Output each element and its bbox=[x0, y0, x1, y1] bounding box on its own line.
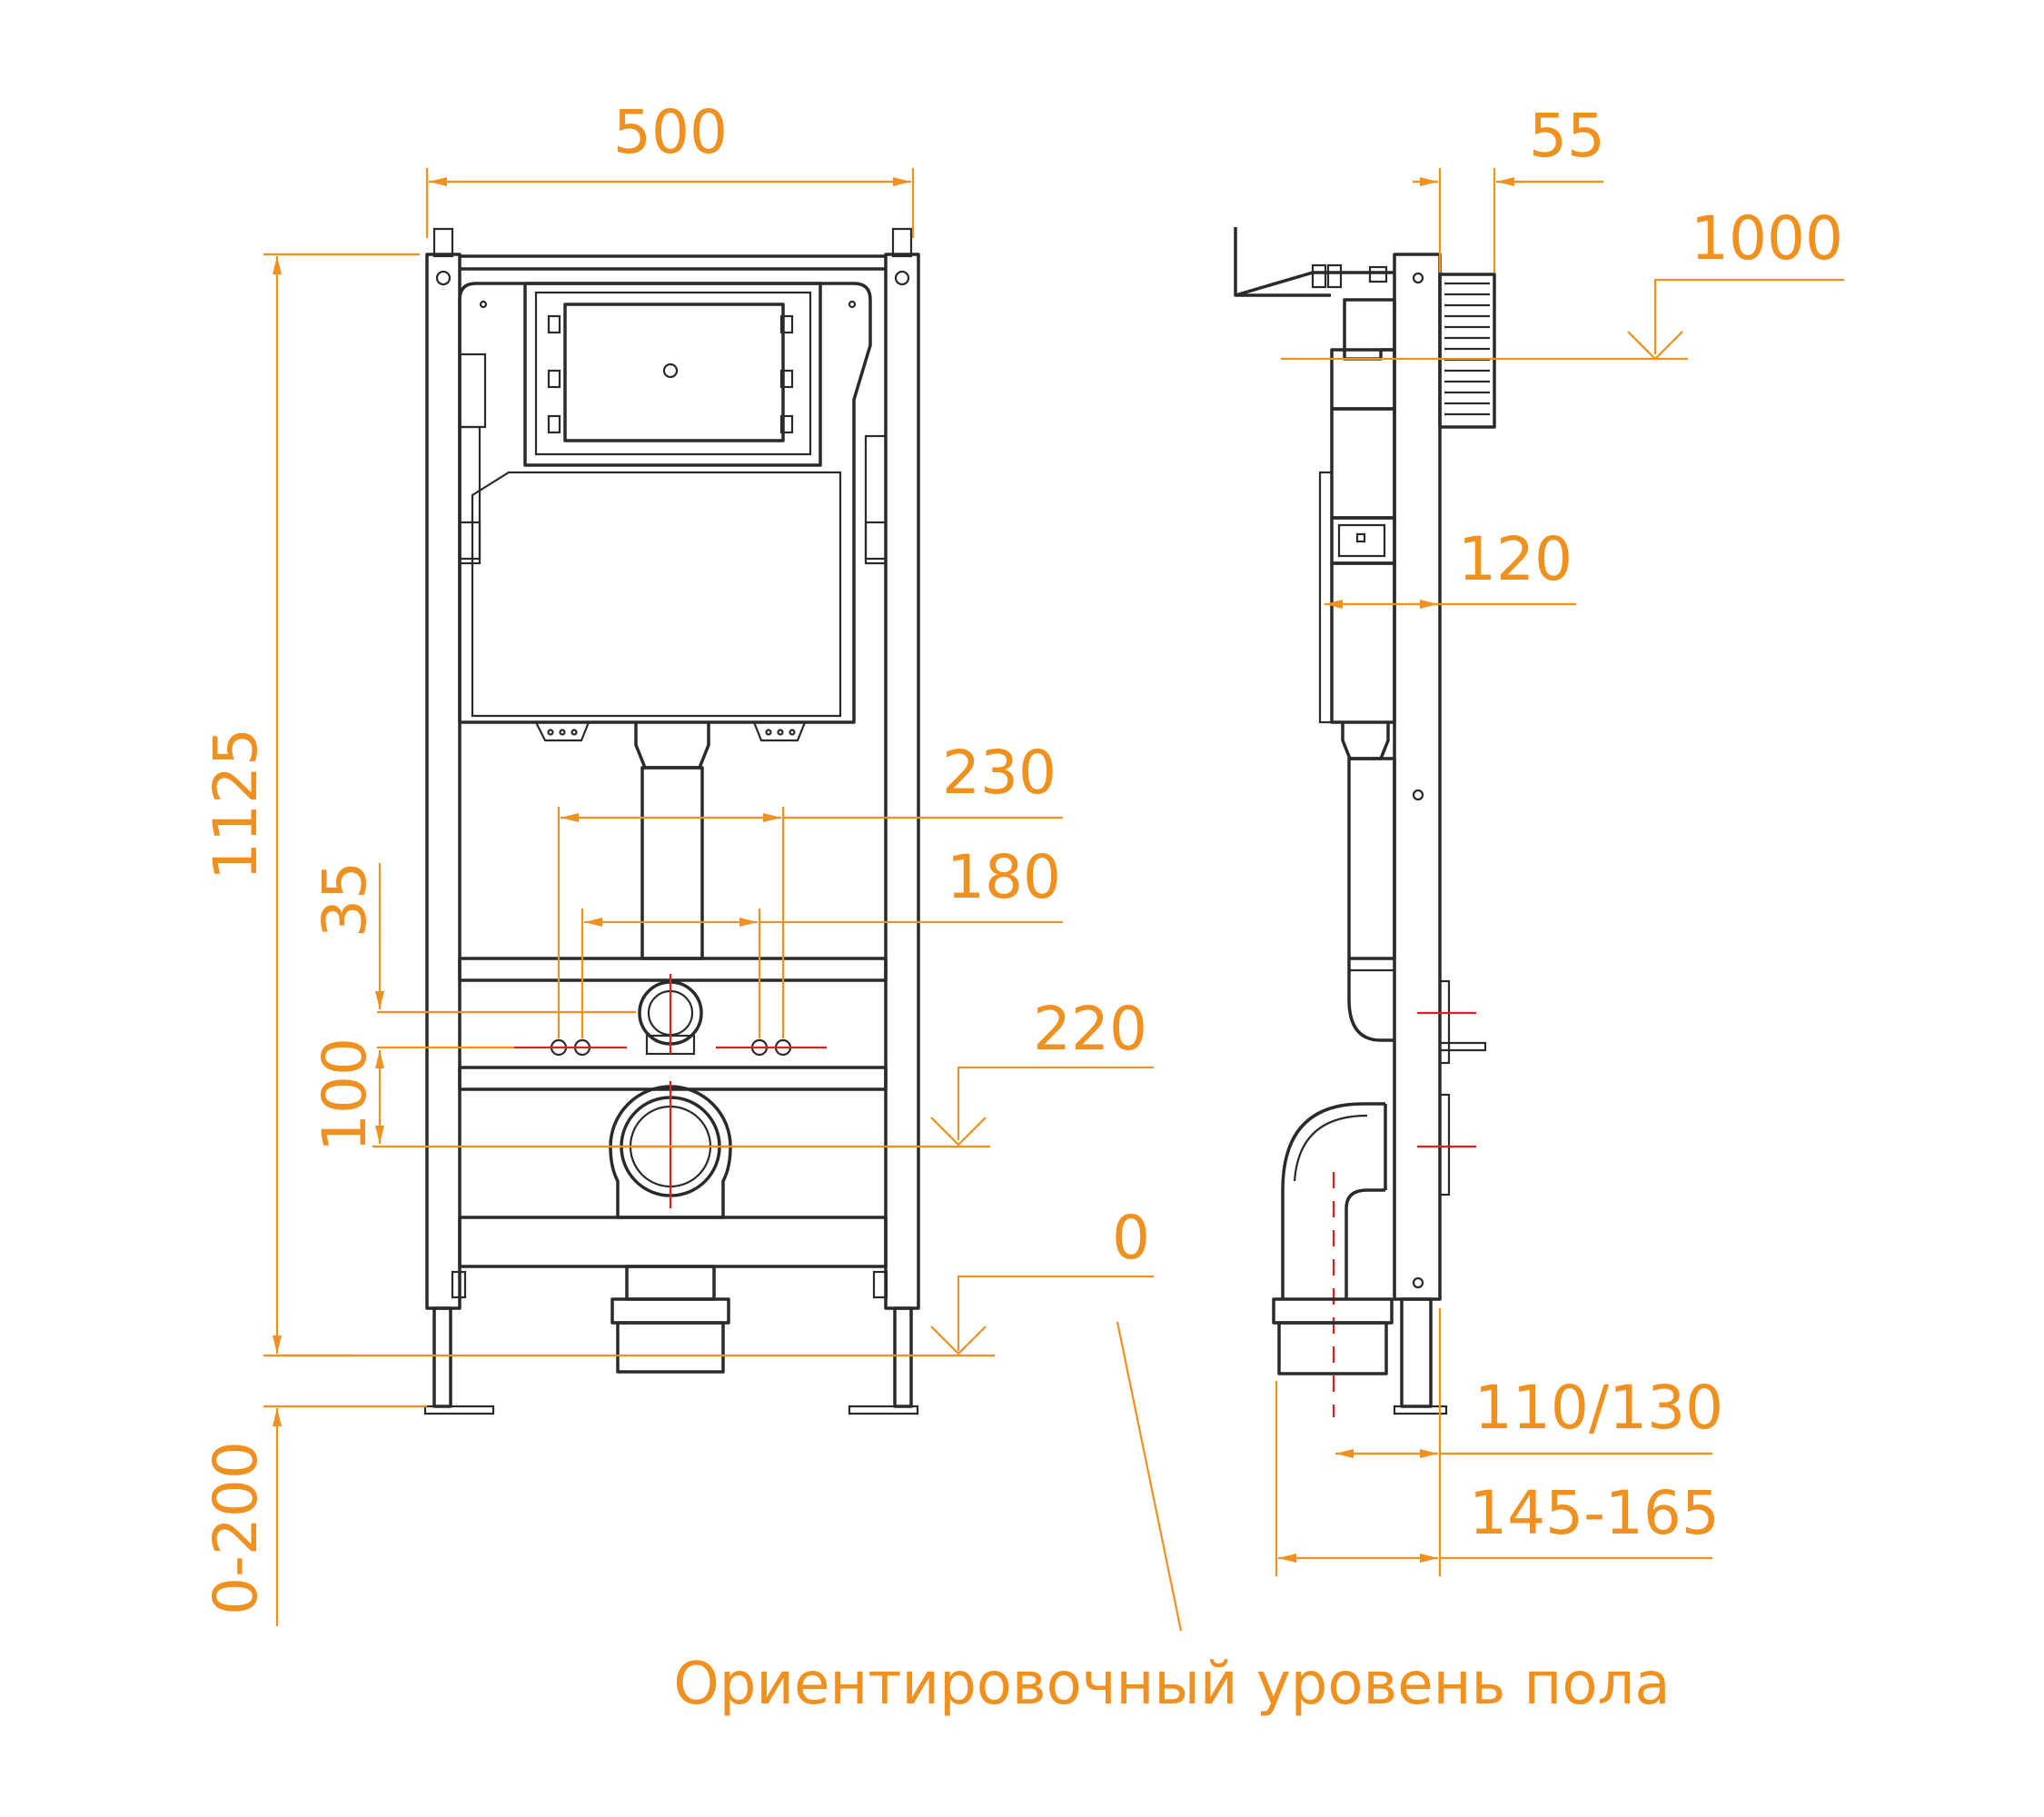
legs bbox=[423, 1306, 919, 1415]
drain-outlet bbox=[609, 1081, 732, 1219]
dim-pins-230: 230 bbox=[942, 738, 1057, 808]
front-dimensions: 500 1125 0-200 35 100 230 180 bbox=[201, 97, 1154, 1626]
waste-pipe bbox=[610, 1265, 730, 1374]
dim-width-500: 500 bbox=[613, 97, 728, 167]
dim-drain-axis: 110/130 bbox=[1474, 1373, 1723, 1443]
cistern bbox=[458, 282, 888, 742]
dim-leg-adjust: 0-200 bbox=[201, 1441, 271, 1615]
dim-drain-offset-100: 100 bbox=[310, 1038, 380, 1152]
side-drain-elbow bbox=[1272, 1102, 1476, 1417]
fixing-studs bbox=[514, 1038, 827, 1057]
side-hook bbox=[1234, 227, 1394, 297]
side-dimensions: 55 1000 120 110/130 145-165 bbox=[1275, 101, 1844, 1576]
side-view bbox=[1234, 227, 1496, 1417]
flush-pipe bbox=[634, 722, 710, 960]
floor-level-caption: Ориентировочный уровень пола bbox=[673, 1651, 1670, 1718]
flush-connection bbox=[638, 974, 703, 1056]
caption-leader bbox=[1116, 1321, 1183, 1632]
side-cistern bbox=[1318, 298, 1476, 1042]
side-frame bbox=[1393, 253, 1496, 1301]
dim-floor-zero: 0 bbox=[1112, 1203, 1150, 1273]
dim-cistern-depth-120: 120 bbox=[1458, 524, 1573, 594]
dim-cistern-1000: 1000 bbox=[1691, 204, 1843, 273]
dim-drain-height-220: 220 bbox=[1033, 994, 1147, 1064]
side-leg bbox=[1393, 1297, 1448, 1415]
dim-pin-offset-35: 35 bbox=[310, 861, 380, 938]
dim-depth-55: 55 bbox=[1529, 101, 1605, 171]
front-view bbox=[423, 227, 920, 1415]
dim-total-depth: 145-165 bbox=[1469, 1478, 1720, 1548]
dim-height-1125: 1125 bbox=[201, 728, 271, 880]
dim-pins-180: 180 bbox=[947, 842, 1061, 912]
